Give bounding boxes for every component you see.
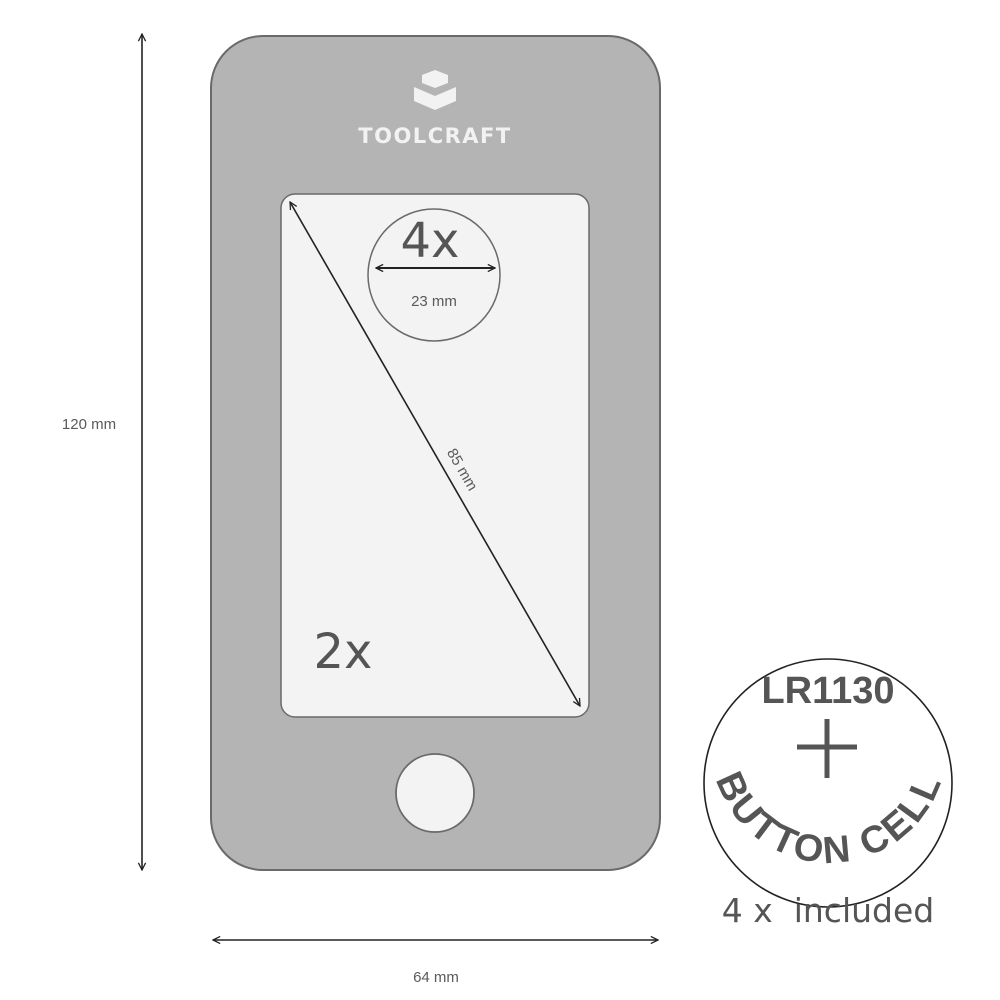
button-cell-battery <box>703 658 953 908</box>
plus-icon <box>797 719 857 778</box>
brand-name: TOOLCRAFT <box>358 124 511 148</box>
home-button-lens <box>395 753 475 833</box>
width-dimension-label: 64 mm <box>413 969 459 986</box>
magnifier-4x-label: 4x <box>401 213 460 269</box>
battery-quantity: 4 x included <box>722 891 935 930</box>
lens-diameter-label: 23 mm <box>411 293 457 310</box>
height-dimension-label: 120 mm <box>62 416 116 433</box>
toolcraft-logo-icon <box>414 70 456 110</box>
screen-diagonal-arrow <box>290 202 580 706</box>
magnifier-2x-label: 2x <box>314 624 373 680</box>
battery-model: LR1130 <box>761 670 894 712</box>
